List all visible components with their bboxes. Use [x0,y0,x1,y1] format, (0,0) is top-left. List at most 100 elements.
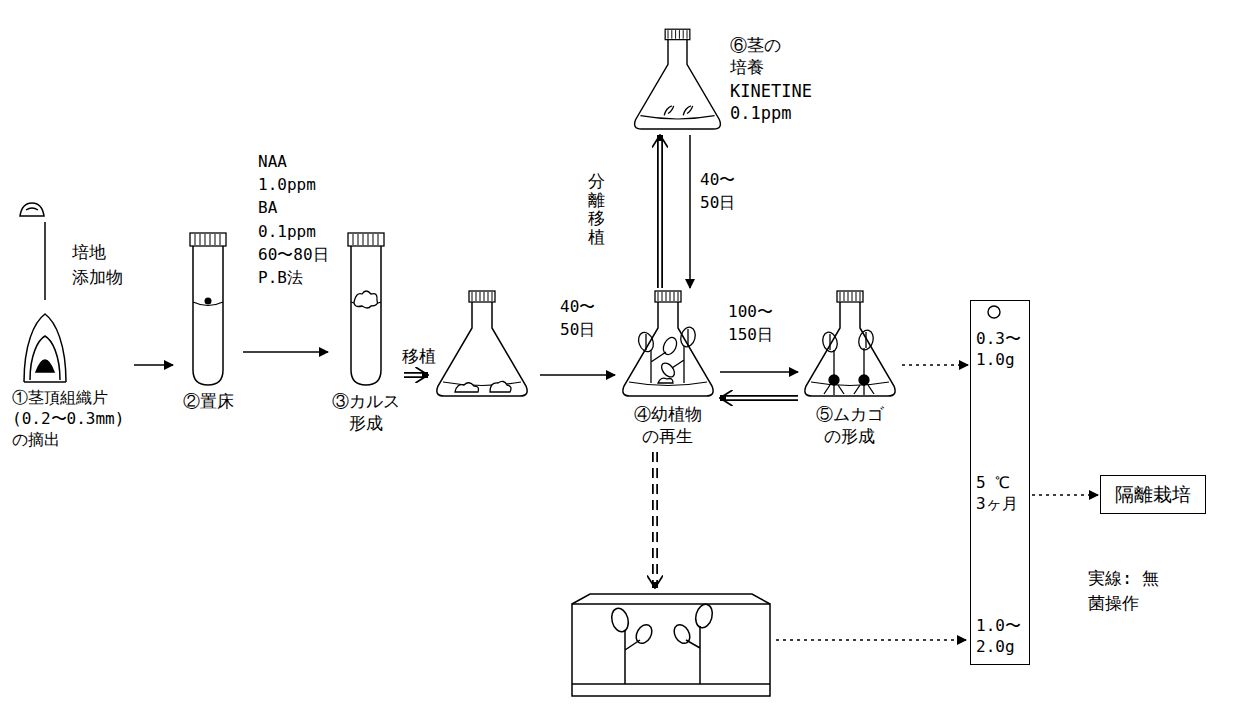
step-label: ③カルス形成 [330,390,401,434]
culture-flask [687,329,688,346]
flow-arrow [134,365,173,366]
culture-flask [821,331,840,354]
medium-additive: KINETINE 0.1ppm [730,80,825,124]
culture-flask [636,326,697,383]
step-label: ①茎頂組織片 (0.2〜0.3mm) の摘出 [12,388,132,450]
step-note: 移植 [402,344,453,369]
transfer-arrow [403,374,422,377]
flow-arrow [243,352,328,353]
culture-flask [824,385,874,395]
culture-step: ①茎頂組織片 (0.2〜0.3mm) の摘出 [12,300,132,450]
culture-flask [805,291,895,396]
culture-step: ④幼植物の再生 [618,290,718,447]
test-tube [205,298,212,305]
culture-flask [636,330,656,354]
flow-arrow [660,135,661,289]
pot-with-plants [633,622,655,646]
arrow-line [1032,494,1098,496]
culture-flask [651,346,684,383]
transfer-arrow [403,375,966,640]
arrow-line [657,135,663,288]
culture-flask [623,291,713,396]
weight-note: 1.0〜 2.0g [976,616,1026,658]
arrow-inner [659,141,662,289]
pot-with-plants [671,622,693,646]
culture-flask [455,381,511,392]
arrow-inner [726,397,799,400]
culture-flask [659,361,677,380]
pot-with-plants [572,604,770,696]
culture-flask [635,29,721,129]
transfer-arrow [654,451,657,582]
shoot-tip [20,203,66,382]
step-label: ⑤ムカゴの形成 [814,403,885,447]
culture-flask [658,378,673,383]
flow-arrow [1032,495,1098,496]
legend-note: 実線: 無菌操作 [1088,566,1166,615]
test-tube [354,291,377,308]
culture-flask [679,326,698,349]
culture-flask [635,29,721,129]
arrow-line [902,364,968,366]
edge-label: 40〜 50日 [700,168,762,214]
culture-flask [821,329,876,395]
flow-arrow [690,135,691,288]
pot-with-plants [572,594,770,696]
arrow-line [134,364,173,366]
pot-with-plants [572,683,770,685]
flow-arrow [720,372,798,373]
test-tube [348,233,384,385]
step-label: ⑥茎の培養 [730,34,786,78]
culture-flask [829,334,830,350]
step-label: ②置床 [175,390,241,412]
duration-note: 40〜 50日 [560,295,622,341]
transfer-arrow [540,374,615,376]
culture-flask [805,291,895,396]
pot-with-plants [572,594,770,604]
culture-step: ⑥茎の培養KINETINE 0.1ppm [630,28,840,133]
weight-note: 0.3〜 1.0g [976,329,1026,371]
shoot-tip [24,314,66,382]
shoot-tip [26,208,38,210]
shoot-tip [20,203,44,216]
box-label: 隔離栽培 [1115,482,1191,507]
culture-flask [661,335,679,356]
culture-flask [437,291,527,396]
flow-arrow [902,365,968,366]
arrow-line [720,395,798,401]
shoot-tip [44,222,46,300]
medium-note: 培地 添加物 [72,240,128,289]
culture-flask [623,291,713,396]
culture-flask [664,106,693,116]
shoot-tip [36,360,54,372]
culture-flask [683,106,693,116]
transfer-arrow [404,372,428,378]
arrow-line [243,351,328,353]
step-label: ④幼植物の再生 [632,403,703,447]
weight-tag: 0.3〜 1.0g 5 ℃ 3ヶ月 1.0〜 2.0g [970,300,1030,665]
test-tube [190,233,226,385]
culture-step: ②置床 [175,232,241,412]
edge-label: NAA 1.0ppm BA 0.1ppm 60〜80日 P.B法 [258,150,336,289]
culture-flask [829,375,839,385]
tag-hole [988,306,1000,318]
transfer-arrow [776,639,966,641]
culture-flask [437,291,527,396]
edge-label: 分離移植 [588,172,605,247]
storage-note: 5 ℃ 3ヶ月 [976,473,1026,515]
culture-flask [865,332,866,348]
transfer-arrow [652,452,658,588]
shoot-tip [24,381,66,383]
pot-with-plants [693,602,715,629]
pot-with-plants [609,606,631,633]
edge-label: 100〜 150日 [728,300,790,346]
culture-step: ③カルス形成 [330,232,402,434]
arrow-line [720,371,798,373]
flow-arrow [720,398,799,399]
culture-flask [859,375,869,385]
process-box: 隔離栽培 [1100,475,1206,514]
test-tube [348,233,384,385]
